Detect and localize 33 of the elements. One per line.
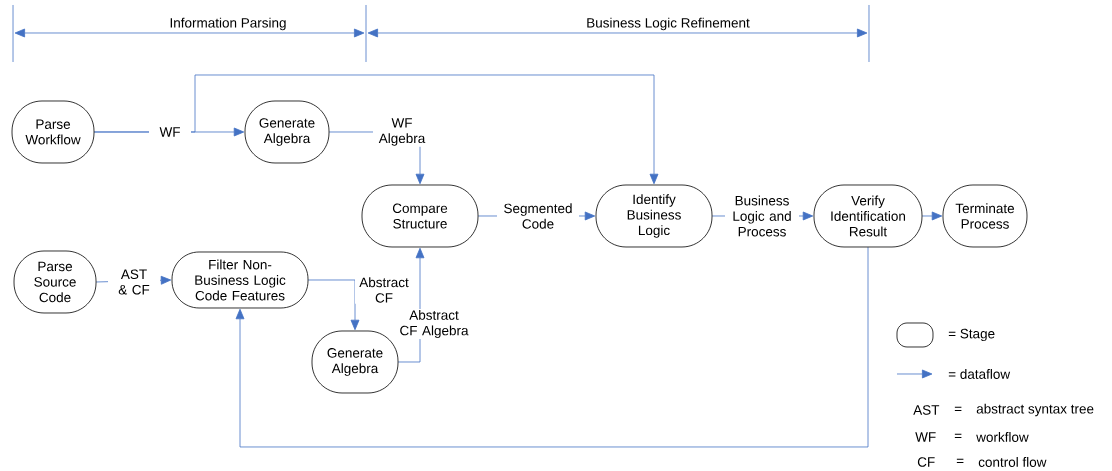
legend-text: control flow bbox=[978, 457, 1047, 467]
legend-text: workflow bbox=[976, 432, 1029, 442]
legend-text: AST bbox=[913, 405, 940, 415]
arrow bbox=[93, 74, 659, 185]
edge-label: WF Algebra bbox=[373, 117, 431, 147]
arrow bbox=[307, 279, 360, 331]
stage-box: Identify Business Logic bbox=[595, 184, 713, 248]
edge-label: Segmented Code bbox=[497, 202, 579, 230]
edge-label: WF bbox=[149, 126, 191, 138]
edge-label: Abstract CF bbox=[355, 276, 413, 304]
stage-box: Terminate Process bbox=[942, 184, 1028, 248]
arrow bbox=[921, 211, 943, 221]
stage-box: Generate Algebra bbox=[244, 100, 330, 164]
legend-text: abstract syntax tree bbox=[976, 403, 1094, 417]
stage-box: Parse Workflow bbox=[11, 100, 95, 164]
legend-text: = Stage bbox=[948, 328, 995, 342]
phase-label: Information Parsing bbox=[170, 17, 286, 31]
stage-box: Compare Structure bbox=[361, 184, 479, 248]
legend-text: CF bbox=[917, 457, 935, 467]
legend-text: = bbox=[956, 458, 964, 463]
stage-box: Filter Non-Business Logic Code Features bbox=[171, 251, 309, 309]
stage-box: Generate Algebra bbox=[311, 330, 399, 394]
arrow bbox=[235, 246, 869, 448]
legend-text: = bbox=[954, 406, 962, 411]
legend-text: = dataflow bbox=[948, 369, 1011, 379]
stage-box: Verify Identification Result bbox=[813, 184, 923, 248]
legend-text: = bbox=[954, 433, 962, 438]
edge-label: AST & CF bbox=[108, 268, 160, 296]
edge-label: Abstract CF Algebra bbox=[395, 308, 473, 340]
legend-text: WF bbox=[915, 432, 936, 442]
phase-label: Business Logic Refinement bbox=[587, 17, 750, 31]
edge-label: Business Logic and Process bbox=[725, 194, 799, 238]
stage-box: Parse Source Code bbox=[13, 250, 97, 314]
